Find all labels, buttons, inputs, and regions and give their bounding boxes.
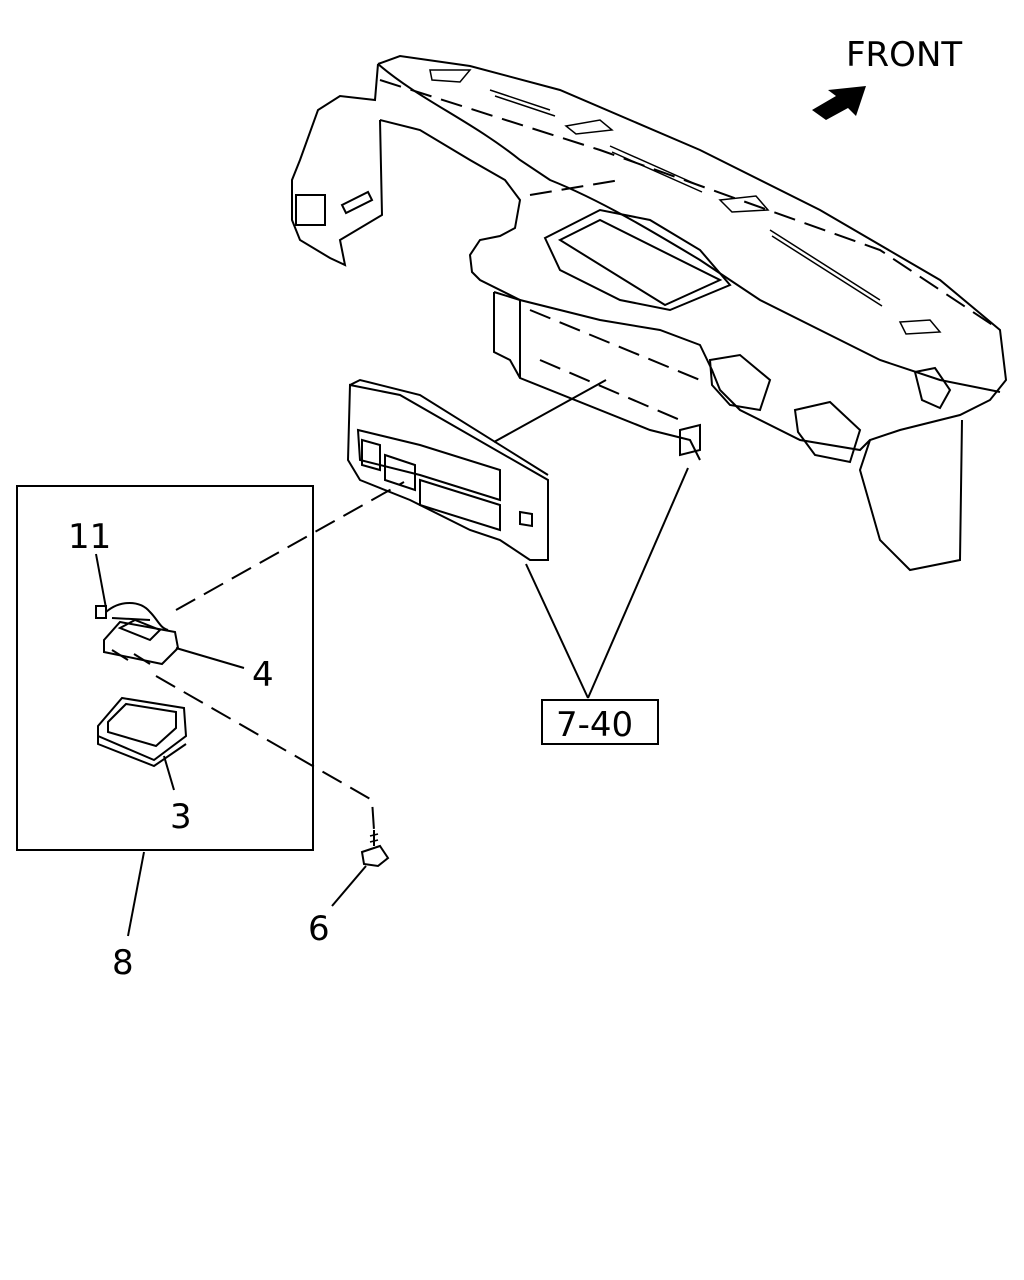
front-label: FRONT xyxy=(846,35,962,75)
tray xyxy=(97,696,188,768)
front-arrow-icon xyxy=(812,86,866,120)
callout-4: 4 xyxy=(252,655,274,695)
harness-connector xyxy=(95,602,169,631)
leader-switch-bezel xyxy=(175,481,405,611)
callout-6: 6 xyxy=(308,909,330,949)
leader-4 xyxy=(175,647,245,669)
kit-box xyxy=(16,485,314,851)
leader-740-a xyxy=(525,563,589,699)
leader-740-b xyxy=(587,467,689,699)
callout-7-40: 7-40 xyxy=(556,705,633,745)
leader-8 xyxy=(127,851,145,937)
dashboard-panel xyxy=(291,54,1008,572)
top-vents xyxy=(429,69,942,335)
callout-3: 3 xyxy=(170,797,192,837)
leader-screw-switch xyxy=(155,675,375,831)
screw xyxy=(360,830,390,868)
leader-bezel-dashboard xyxy=(493,379,607,443)
leader-11 xyxy=(95,553,107,609)
leader-6 xyxy=(331,865,367,907)
leader-3 xyxy=(163,755,175,791)
switch-body xyxy=(103,618,180,666)
callout-8: 8 xyxy=(112,943,134,983)
center-bezel xyxy=(346,378,549,561)
ref-box-740 xyxy=(541,699,659,745)
callout-11: 11 xyxy=(68,517,111,557)
